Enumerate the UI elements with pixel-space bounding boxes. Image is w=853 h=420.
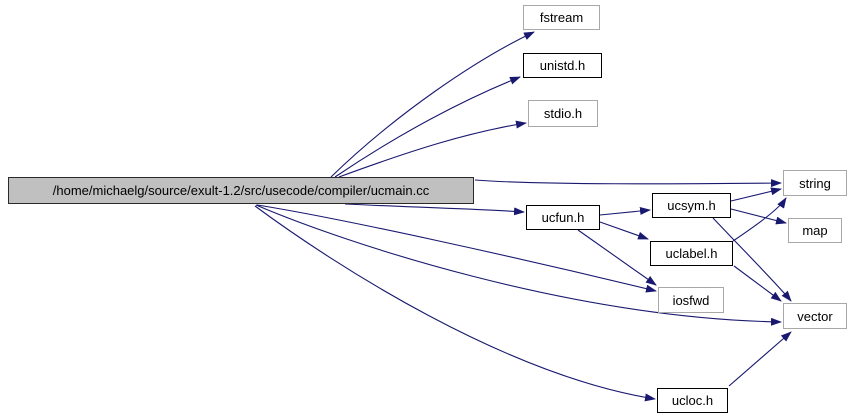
node-stdio-h: stdio.h [528, 100, 598, 127]
edge-ucmain-vector [255, 204, 782, 326]
node-iosfwd-label: iosfwd [672, 292, 710, 308]
edge-ucsym-map [730, 208, 787, 225]
node-ucfun-h-label: ucfun.h [541, 210, 585, 225]
edge-ucloc-vector [728, 331, 792, 387]
node-string: string [783, 170, 847, 196]
edge-ucmain-stdio [338, 120, 527, 178]
node-fstream-label: fstream [539, 10, 584, 25]
edge-ucmain-string [474, 179, 782, 188]
node-ucsym-h-label: ucsym.h [667, 198, 716, 213]
edge-ucmain-ucloc [254, 205, 656, 402]
node-ucloc-h-label: ucloc.h [671, 393, 714, 408]
edge-ucfun-ucsym [599, 207, 651, 216]
node-map: map [788, 218, 842, 243]
node-stdio-h-label: stdio.h [543, 106, 583, 121]
edge-ucmain-unistd [334, 76, 521, 178]
node-ucsym-h[interactable]: ucsym.h [652, 193, 731, 218]
node-iosfwd: iosfwd [658, 287, 724, 313]
edge-uclabel-vector [733, 265, 782, 302]
node-ucloc-h[interactable]: ucloc.h [657, 388, 728, 413]
edge-ucsym-string [730, 187, 782, 202]
edge-uclabel-string [732, 197, 787, 242]
node-uclabel-h[interactable]: uclabel.h [650, 241, 733, 266]
node-unistd-h-label: unistd.h [539, 58, 586, 73]
node-uclabel-h-label: uclabel.h [665, 246, 718, 261]
edge-ucmain-ucfun [344, 203, 525, 216]
node-fstream: fstream [523, 5, 600, 30]
node-string-label: string [799, 175, 831, 191]
node-ucmain-cc-label: /home/michaelg/source/exult-1.2/src/usec… [52, 183, 430, 198]
node-map-label: map [802, 223, 828, 238]
edge-ucmain-iosfwd [256, 204, 657, 293]
node-vector: vector [783, 303, 847, 329]
node-unistd-h[interactable]: unistd.h [523, 53, 602, 78]
edge-ucfun-iosfwd [577, 229, 657, 286]
node-ucfun-h[interactable]: ucfun.h [526, 205, 600, 230]
edge-ucmain-fstream [330, 31, 535, 178]
node-vector-label: vector [797, 308, 833, 324]
edge-ucfun-uclabel [599, 221, 649, 240]
node-ucmain-cc: /home/michaelg/source/exult-1.2/src/usec… [8, 177, 474, 204]
edge-ucsym-vector [712, 217, 792, 302]
